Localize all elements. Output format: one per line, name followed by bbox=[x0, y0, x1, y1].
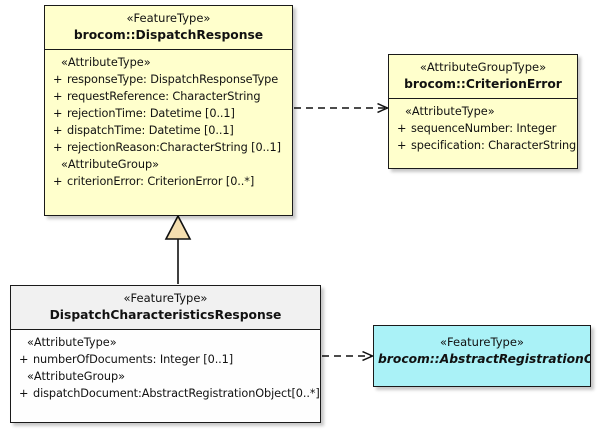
class-header-dispatch-response: «FeatureType» brocom::DispatchResponse bbox=[45, 6, 292, 50]
class-box-criterion-error[interactable]: «AttributeGroupType» brocom::CriterionEr… bbox=[388, 54, 578, 169]
class-name: brocom::AbstractRegistrationObject bbox=[378, 352, 590, 366]
attribute-visibility: + bbox=[53, 73, 63, 86]
attribute-row[interactable]: + dispatchDocument:AbstractRegistrationO… bbox=[13, 385, 320, 402]
attribute-visibility: + bbox=[397, 139, 407, 152]
attribute-row[interactable]: + specification: CharacterString bbox=[391, 137, 577, 154]
attribute-row[interactable]: + dispatchTime: Datetime [0..1] bbox=[47, 122, 290, 139]
attribute-visibility: + bbox=[53, 107, 63, 120]
class-box-dispatch-characteristics-response[interactable]: «FeatureType» DispatchCharacteristicsRes… bbox=[10, 285, 321, 423]
attribute-signature: dispatchTime: Datetime [0..1] bbox=[67, 124, 234, 137]
attribute-visibility: + bbox=[53, 141, 63, 154]
class-name: brocom::DispatchResponse bbox=[73, 28, 264, 42]
class-name: brocom::CriterionError bbox=[404, 77, 562, 91]
attribute-signature: rejectionTime: Datetime [0..1] bbox=[67, 107, 235, 120]
class-stereotype: «FeatureType» bbox=[126, 11, 211, 25]
attribute-signature: rejectionReason:CharacterString [0..1] bbox=[67, 141, 281, 154]
attribute-visibility: + bbox=[53, 175, 63, 188]
attribute-row[interactable]: + sequenceNumber: Integer bbox=[391, 120, 575, 137]
class-box-abstract-registration-object[interactable]: «FeatureType» brocom::AbstractRegistrati… bbox=[373, 325, 591, 387]
attribute-visibility: + bbox=[53, 90, 63, 103]
class-body-dispatch-response: «AttributeType» + responseType: Dispatch… bbox=[45, 50, 292, 194]
class-stereotype: «AttributeGroupType» bbox=[419, 60, 547, 74]
class-stereotype: «FeatureType» bbox=[123, 291, 208, 305]
attribute-row[interactable]: + numberOfDocuments: Integer [0..1] bbox=[13, 351, 318, 368]
class-stereotype: «FeatureType» bbox=[440, 335, 524, 349]
attribute-row[interactable]: + rejectionTime: Datetime [0..1] bbox=[47, 105, 290, 122]
class-box-dispatch-response[interactable]: «FeatureType» brocom::DispatchResponse «… bbox=[44, 5, 293, 216]
attribute-visibility: + bbox=[53, 124, 63, 137]
attribute-signature: dispatchDocument:AbstractRegistrationObj… bbox=[33, 387, 320, 400]
class-header-abstract-registration-object: «FeatureType» brocom::AbstractRegistrati… bbox=[374, 326, 590, 373]
attribute-signature: numberOfDocuments: Integer [0..1] bbox=[33, 353, 234, 366]
attribute-row[interactable]: + responseType: DispatchResponseType bbox=[47, 71, 290, 88]
compartment-group-label: «AttributeType» bbox=[405, 105, 495, 118]
attribute-signature: specification: CharacterString bbox=[411, 139, 577, 152]
compartment-group-label: «AttributeGroup» bbox=[27, 370, 126, 383]
generalization-triangle-icon bbox=[164, 214, 192, 240]
attribute-row[interactable]: + rejectionReason:CharacterString [0..1] bbox=[47, 139, 290, 156]
class-body-criterion-error: «AttributeType» + sequenceNumber: Intege… bbox=[389, 99, 577, 158]
compartment-group-label: «AttributeType» bbox=[61, 56, 151, 69]
attribute-row[interactable]: + criterionError: CriterionError [0..*] bbox=[47, 173, 290, 190]
compartment-group-label: «AttributeType» bbox=[27, 336, 117, 349]
compartment-group-label: «AttributeGroup» bbox=[61, 158, 160, 171]
attribute-visibility: + bbox=[397, 122, 407, 135]
class-header-criterion-error: «AttributeGroupType» brocom::CriterionEr… bbox=[389, 55, 577, 99]
attribute-visibility: + bbox=[19, 353, 29, 366]
class-body-dispatch-characteristics-response: «AttributeType» + numberOfDocuments: Int… bbox=[11, 330, 320, 406]
attribute-signature: requestReference: CharacterString bbox=[67, 90, 261, 103]
class-name: DispatchCharacteristicsResponse bbox=[49, 308, 282, 322]
attribute-row[interactable]: + requestReference: CharacterString bbox=[47, 88, 290, 105]
attribute-signature: sequenceNumber: Integer bbox=[411, 122, 557, 135]
class-header-dispatch-characteristics-response: «FeatureType» DispatchCharacteristicsRes… bbox=[11, 286, 320, 330]
attribute-signature: responseType: DispatchResponseType bbox=[67, 73, 279, 86]
attribute-visibility: + bbox=[19, 387, 29, 400]
attribute-signature: criterionError: CriterionError [0..*] bbox=[67, 175, 255, 188]
